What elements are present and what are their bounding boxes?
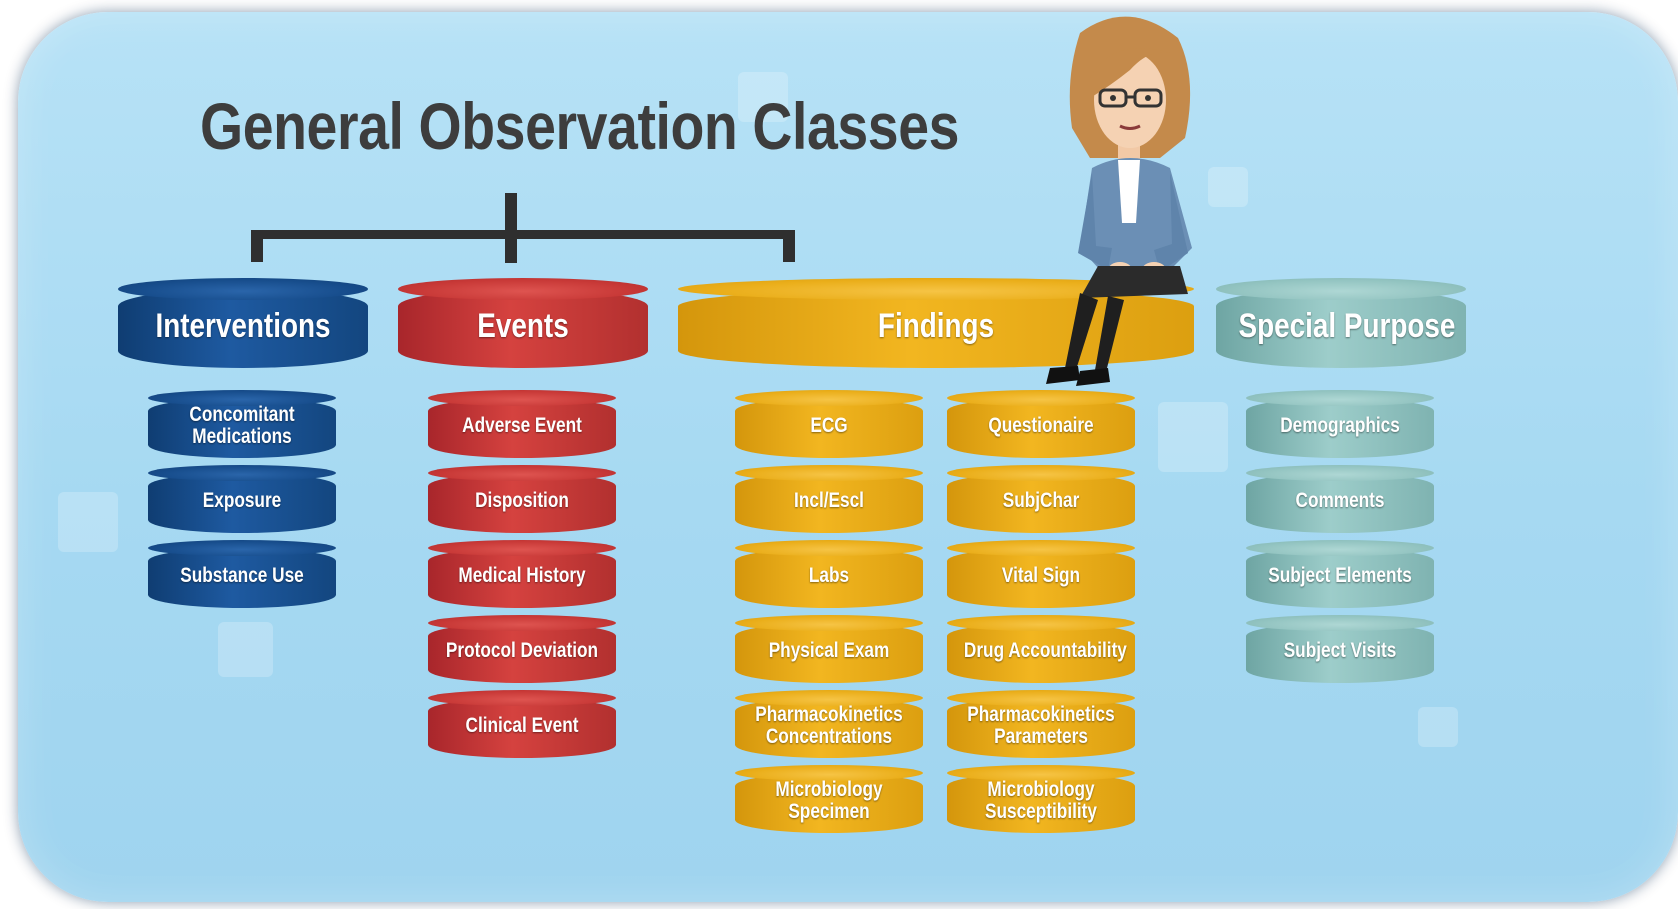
decor-square: [1158, 402, 1228, 472]
interventions-header: Interventions: [118, 278, 368, 368]
special-purpose-item-label: Comments: [1263, 488, 1417, 512]
findings-item: Drug Accountability: [947, 615, 1135, 683]
label-line: Medications: [192, 424, 292, 448]
events-item-label: Adverse Event: [445, 413, 599, 437]
events-item-label: Medical History: [445, 563, 599, 587]
interventions-item-label: Exposure: [165, 488, 319, 512]
events-item: Protocol Deviation: [428, 615, 616, 683]
special-purpose-item-label: Subject Elements: [1263, 563, 1417, 587]
findings-item-label: ECG: [752, 413, 906, 437]
label-line: Parameters: [994, 724, 1088, 748]
label-line: Labs: [808, 563, 850, 587]
findings-item-label: Vital Sign: [964, 563, 1118, 587]
label-line: Subject Elements: [1268, 563, 1412, 587]
label-line: Substance Use: [180, 563, 304, 587]
page-title: General Observation Classes: [200, 89, 960, 163]
findings-item-label: Physical Exam: [752, 638, 906, 662]
label-line: Susceptibility: [985, 799, 1097, 823]
label-line: ECG: [810, 413, 848, 437]
label-line: Events: [477, 306, 569, 345]
label-line: Pharmacokinetics: [967, 702, 1115, 726]
events-header: Events: [398, 278, 648, 368]
events-item: Adverse Event: [428, 390, 616, 458]
events-header-label: Events: [421, 306, 626, 345]
special-purpose-item: Demographics: [1246, 390, 1434, 458]
label-line: Vital Sign: [1001, 563, 1081, 587]
decor-square: [1208, 167, 1248, 207]
label-line: Special Purpose: [1238, 306, 1456, 345]
special-purpose-header-label: Special Purpose: [1238, 306, 1456, 345]
label-line: Findings: [877, 306, 995, 345]
special-purpose-item: Subject Elements: [1246, 540, 1434, 608]
interventions-item: Exposure: [148, 465, 336, 533]
label-line: Questionaire: [988, 413, 1094, 437]
label-line: Medical History: [458, 563, 586, 587]
label-line: Pharmacokinetics: [755, 702, 903, 726]
events-item: Medical History: [428, 540, 616, 608]
label-line: Drug Accountability: [963, 638, 1127, 662]
label-line: Subject Visits: [1283, 638, 1397, 662]
label-line: Concomitant: [189, 402, 295, 426]
label-line: Microbiology: [987, 777, 1095, 801]
label-line: Physical Exam: [768, 638, 890, 662]
special-purpose-header: Special Purpose: [1216, 278, 1466, 368]
events-item: Clinical Event: [428, 690, 616, 758]
events-item-label: Disposition: [445, 488, 599, 512]
label-line: Incl/Escl: [794, 488, 864, 512]
findings-item-label: SubjChar: [964, 488, 1118, 512]
findings-item: Physical Exam: [735, 615, 923, 683]
findings-header-label: Findings: [724, 306, 1147, 345]
label-line: Specimen: [788, 799, 870, 823]
decor-square: [1418, 707, 1458, 747]
label-line: SubjChar: [1002, 488, 1080, 512]
findings-item: ECG: [735, 390, 923, 458]
findings-item-label: Questionaire: [964, 413, 1118, 437]
findings-item-label: Incl/Escl: [752, 488, 906, 512]
decor-square: [738, 72, 788, 122]
decor-square: [218, 622, 273, 677]
findings-item-label: Drug Accountability: [963, 638, 1127, 662]
interventions-item: Substance Use: [148, 540, 336, 608]
events-item-label: Clinical Event: [445, 713, 599, 737]
label-line: Disposition: [475, 488, 569, 512]
label-line: Interventions: [155, 306, 331, 345]
presenter-character: [1020, 8, 1220, 393]
findings-item-label: Labs: [752, 563, 906, 587]
special-purpose-item-label: Subject Visits: [1263, 638, 1417, 662]
label-line: Exposure: [202, 488, 282, 512]
label-line: Protocol Deviation: [445, 638, 599, 662]
interventions-item-label: Substance Use: [165, 563, 319, 587]
special-purpose-item: Subject Visits: [1246, 615, 1434, 683]
findings-item: Vital Sign: [947, 540, 1135, 608]
findings-item: Labs: [735, 540, 923, 608]
events-item-label: Protocol Deviation: [445, 638, 599, 662]
decor-square: [58, 492, 118, 552]
label-line: Demographics: [1280, 413, 1400, 437]
interventions-header-label: Interventions: [141, 306, 346, 345]
label-line: Clinical Event: [465, 713, 579, 737]
label-line: Adverse Event: [462, 413, 582, 437]
findings-item: Questionaire: [947, 390, 1135, 458]
special-purpose-item: Comments: [1246, 465, 1434, 533]
label-line: Comments: [1295, 488, 1385, 512]
special-purpose-item-label: Demographics: [1263, 413, 1417, 437]
label-line: Concentrations: [765, 724, 893, 748]
events-item: Disposition: [428, 465, 616, 533]
findings-item: Incl/Escl: [735, 465, 923, 533]
findings-item: SubjChar: [947, 465, 1135, 533]
label-line: Microbiology: [775, 777, 883, 801]
